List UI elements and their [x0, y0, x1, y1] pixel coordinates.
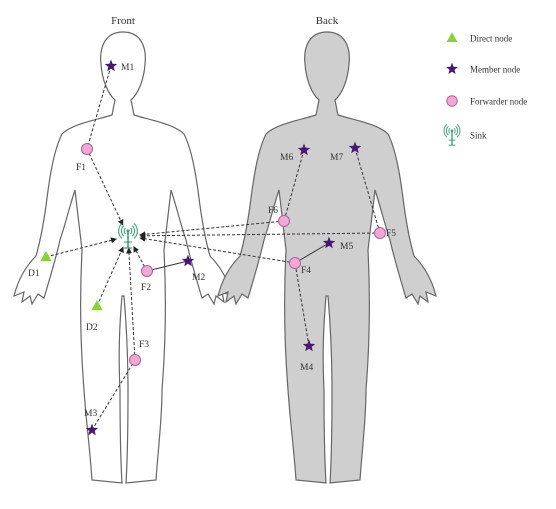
node-f6-circle-icon	[279, 216, 290, 227]
legend-label-direct-node: Direct node	[470, 34, 512, 44]
node-label-f2: F2	[141, 283, 151, 293]
legend-sink-icon	[444, 124, 460, 145]
node-f3-circle-icon	[130, 355, 141, 366]
legend-label-forwarder-node: Forwarder node	[470, 97, 527, 107]
legend-label-sink: Sink	[470, 131, 487, 141]
node-f5-circle-icon	[375, 228, 386, 239]
node-label-m1: M1	[121, 63, 134, 73]
node-label-m3: M3	[84, 409, 97, 419]
back-title: Back	[316, 15, 339, 27]
node-label-f3: F3	[139, 340, 149, 350]
node-label-m4: M4	[300, 363, 313, 373]
node-label-d2: D2	[86, 323, 98, 333]
node-f2-circle-icon	[142, 266, 153, 277]
node-label-d1: D1	[28, 269, 40, 279]
back-body-silhouette	[218, 32, 436, 483]
node-f1-circle-icon	[82, 144, 93, 155]
node-label-m2: M2	[192, 273, 205, 283]
node-label-m7: M7	[330, 153, 343, 163]
node-label-f1: F1	[76, 163, 86, 173]
legend-label-member-node: Member node	[470, 65, 520, 75]
node-label-m6: M6	[280, 153, 293, 163]
node-label-f6: F6	[268, 206, 278, 216]
front-title: Front	[111, 15, 135, 27]
node-label-m5: M5	[340, 242, 353, 252]
node-label-f5: F5	[386, 229, 396, 239]
node-f4-circle-icon	[290, 258, 301, 269]
legend-direct-node-icon	[447, 32, 458, 42]
node-label-f4: F4	[301, 266, 311, 276]
legend-member-node-icon	[446, 63, 458, 74]
legend-forwarder-node-icon	[447, 96, 457, 106]
